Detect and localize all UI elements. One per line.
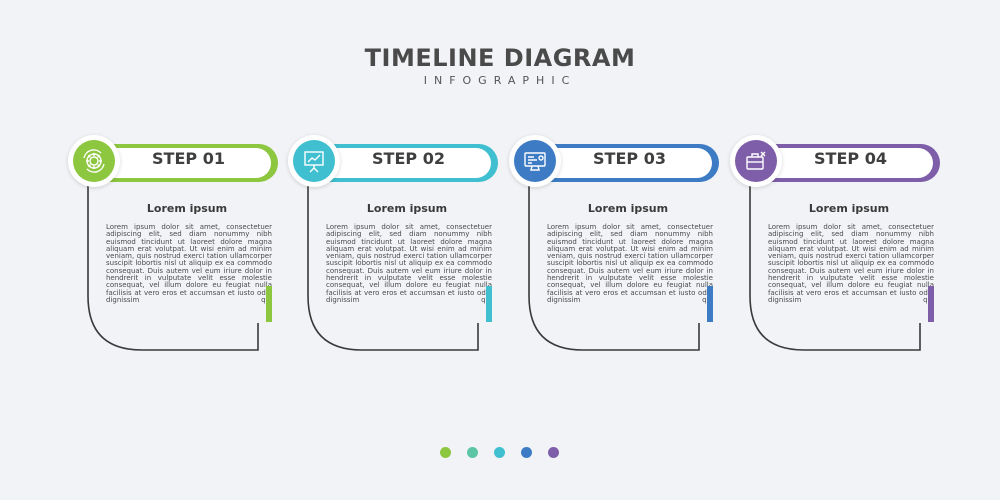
pagination-dot[interactable] (467, 447, 478, 458)
step-connector-line (749, 178, 921, 351)
diagram-subtitle: INFOGRAPHIC (423, 74, 577, 87)
step-icon-badge (68, 135, 120, 187)
step-accent-bar (486, 286, 492, 322)
step-connector-line (528, 178, 700, 351)
step-icon-badge (509, 135, 561, 187)
briefcase-icon (746, 151, 766, 170)
step-description: Lorem ipsum dolor sit amet, consectetuer… (547, 223, 713, 304)
pagination-dot[interactable] (548, 447, 559, 458)
step-label: STEP 01 (152, 149, 225, 168)
diagram-title: TIMELINE DIAGRAM (364, 44, 636, 72)
step-connector-line (307, 178, 479, 351)
step-label-pill: STEP 02 (310, 144, 498, 182)
step-label: STEP 04 (814, 149, 887, 168)
computer-monitor-icon (524, 152, 546, 171)
pagination-dot[interactable] (440, 447, 451, 458)
step-connector-line (87, 178, 259, 351)
step-card-4: STEP 04 Lorem ipsum Lorem ipsum dolor si… (730, 135, 960, 358)
step-card-3: STEP 03 Lorem ipsum Lorem ipsum dolor si… (509, 135, 739, 358)
step-description: Lorem ipsum dolor sit amet, consectetuer… (106, 223, 272, 304)
step-accent-bar (707, 286, 713, 322)
step-label-pill: STEP 04 (752, 144, 940, 182)
pagination-dot[interactable] (494, 447, 505, 458)
step-accent-bar (928, 286, 934, 322)
step-label: STEP 02 (372, 149, 445, 168)
step-heading: Lorem ipsum (366, 202, 448, 215)
step-icon-badge (730, 135, 782, 187)
presentation-board-icon (304, 151, 324, 173)
step-heading: Lorem ipsum (808, 202, 890, 215)
step-label-pill: STEP 01 (90, 144, 278, 182)
pagination-dot[interactable] (521, 447, 532, 458)
step-description: Lorem ipsum dolor sit amet, consectetuer… (326, 223, 492, 304)
step-description: Lorem ipsum dolor sit amet, consectetuer… (768, 223, 934, 304)
step-icon-badge (288, 135, 340, 187)
step-accent-bar (266, 286, 272, 322)
step-card-1: STEP 01 Lorem ipsum Lorem ipsum dolor si… (68, 135, 298, 358)
step-heading: Lorem ipsum (146, 202, 228, 215)
step-card-2: STEP 02 Lorem ipsum Lorem ipsum dolor si… (288, 135, 518, 358)
gear-cycle-icon (83, 149, 105, 173)
step-heading: Lorem ipsum (587, 202, 669, 215)
step-label-pill: STEP 03 (531, 144, 719, 182)
step-label: STEP 03 (593, 149, 666, 168)
